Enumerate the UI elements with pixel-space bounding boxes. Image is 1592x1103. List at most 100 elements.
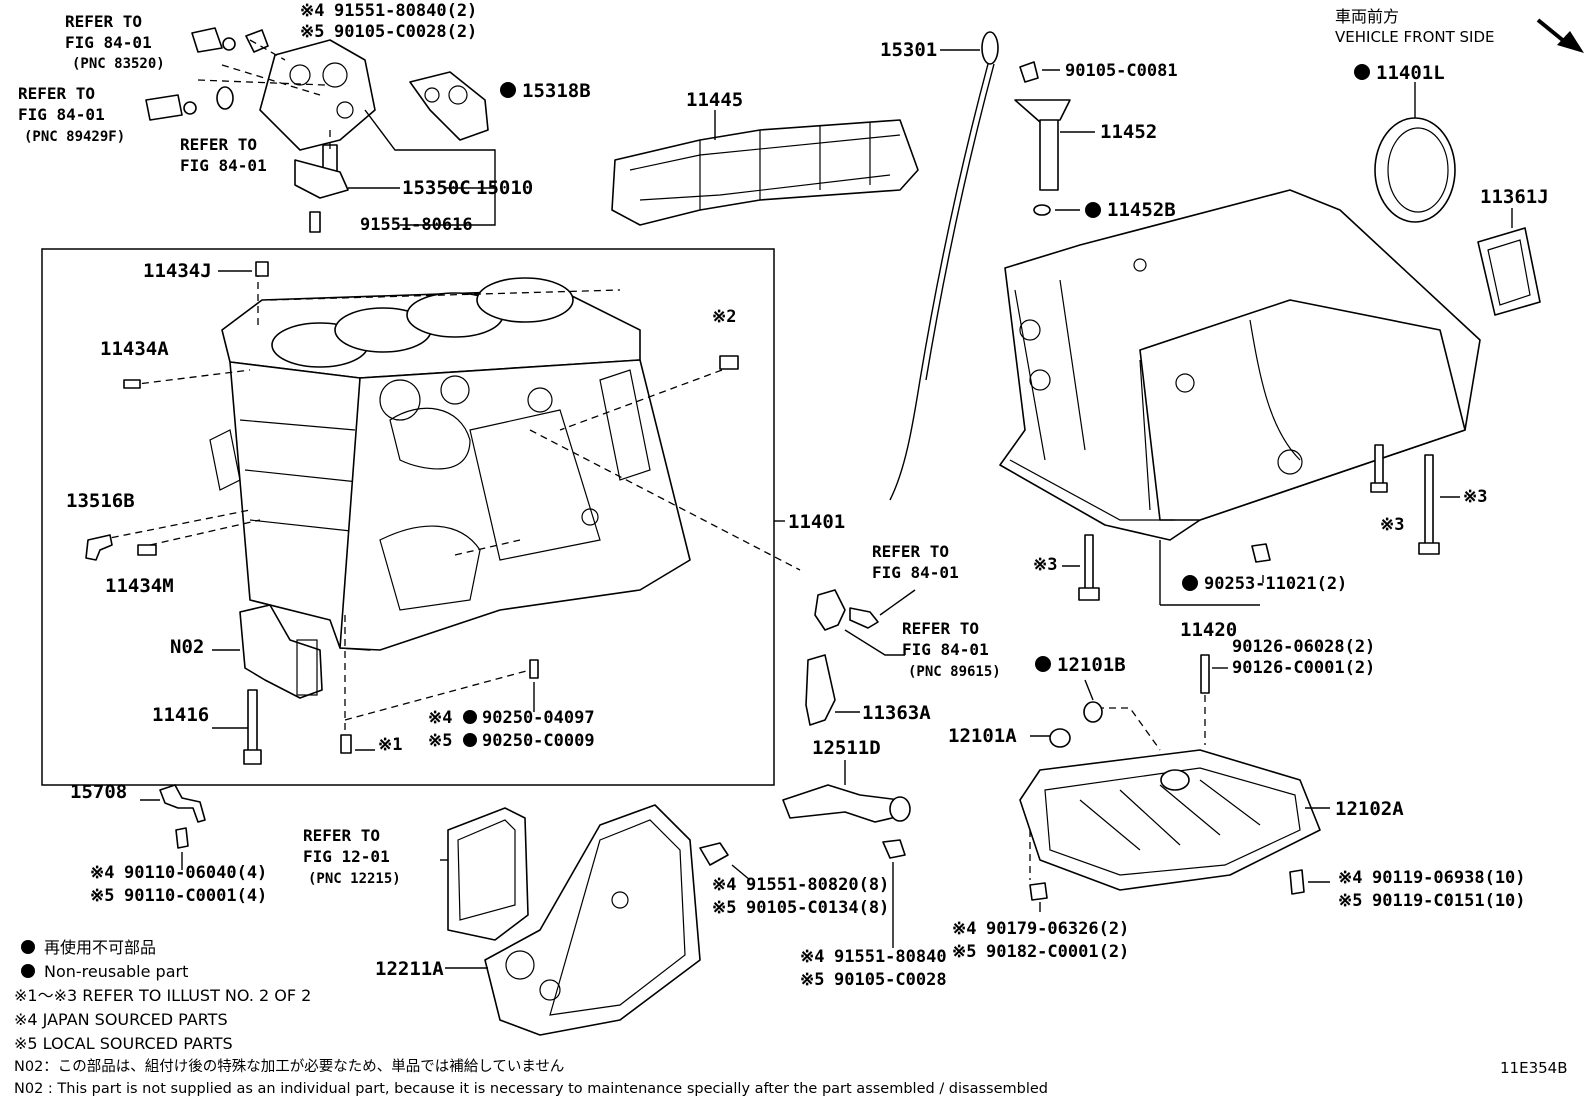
legend-note4: ※4 JAPAN SOURCED PARTS xyxy=(14,1010,228,1029)
vehicle-front-jp: 車両前方 xyxy=(1335,7,1399,26)
pn-11401: 11401 xyxy=(788,511,845,533)
pn-11401l: 11401L xyxy=(1376,62,1445,84)
marker-4-90179: ※4 xyxy=(952,919,976,939)
pan-nut-drawing xyxy=(1029,882,1048,901)
pn-12511d: 12511D xyxy=(812,737,881,759)
pn-15301: 15301 xyxy=(880,39,937,61)
vehicle-front-en: VEHICLE FRONT SIDE xyxy=(1335,28,1495,46)
pn-11434j: 11434J xyxy=(143,260,212,282)
pn-90110-c0001: 90110-C0001(4) xyxy=(124,886,267,906)
pnc-89615: (PNC 89615) xyxy=(908,664,1001,680)
pn-15350c: 15350C xyxy=(402,177,471,199)
pn-90250-04097: 90250-04097 xyxy=(482,708,595,728)
nonreusable-dot-90253 xyxy=(1182,575,1198,591)
pn-90105-c0134: 90105-C0134(8) xyxy=(746,898,889,918)
pn-11452b: 11452B xyxy=(1107,199,1176,221)
pn-90126-06028: 90126-06028(2) xyxy=(1232,637,1375,657)
marker-5-90105-c0134: ※5 xyxy=(712,898,736,918)
oil-seal-drawing xyxy=(1374,117,1456,223)
pn-15708: 15708 xyxy=(70,781,127,803)
pipe-13516b-drawing xyxy=(85,534,113,561)
pn-90105-c0081: 90105-C0081 xyxy=(1065,61,1178,81)
pn-12102a: 12102A xyxy=(1335,798,1404,820)
pn-11363a: 11363A xyxy=(862,702,931,724)
marker-5-90119: ※5 xyxy=(1338,891,1362,911)
baffle-11363a-drawing xyxy=(805,654,836,726)
pn-11452: 11452 xyxy=(1100,121,1157,143)
pn-90105-c0028-2: 90105-C0028(2) xyxy=(334,22,477,42)
legend-nonreusable-en: Non-reusable part xyxy=(44,962,188,981)
crankcase-11420-drawing xyxy=(999,189,1481,541)
pin-11434m-drawing xyxy=(137,544,157,556)
cylinder-block-drawing xyxy=(209,277,691,651)
pn-13516b: 13516B xyxy=(66,490,135,512)
pn-90105-c0028: 90105-C0028 xyxy=(834,970,947,990)
marker-5-90110: ※5 xyxy=(90,886,114,906)
pn-90182-c0001: 90182-C0001(2) xyxy=(986,942,1129,962)
pn-15010: 15010 xyxy=(476,177,533,199)
marker-3-c: ※3 xyxy=(1463,487,1487,507)
nonreusable-dot-90250-c0009 xyxy=(463,733,477,747)
knock-sensor-drawing xyxy=(814,589,879,631)
pin-11434a-drawing xyxy=(123,379,141,389)
legend-nonreusable-jp: 再使用不可部品 xyxy=(44,938,156,957)
drain-plug-drawing xyxy=(1049,701,1103,748)
marker-5-90182: ※5 xyxy=(952,942,976,962)
vehicle-front-indicator: 車両前方 VEHICLE FRONT SIDE xyxy=(1335,7,1584,53)
pn-91551-80840: 91551-80840 xyxy=(834,947,947,967)
marker-4-90110: ※4 xyxy=(90,863,114,883)
nonreusable-dot-15318b xyxy=(500,82,516,98)
marker-1: ※1 xyxy=(378,735,402,755)
legend-dot-en xyxy=(21,964,35,978)
pn-90253-11021: 90253-11021(2) xyxy=(1204,574,1347,594)
cover-11361j-drawing xyxy=(1477,227,1541,316)
marker-5-top: ※5 xyxy=(300,22,324,42)
marker-4-91551-80840: ※4 xyxy=(800,947,824,967)
oil-pan-drawing xyxy=(1019,749,1321,891)
stud-drawing xyxy=(1200,654,1210,694)
marker-2: ※2 xyxy=(712,307,736,327)
spacer-11445-drawing xyxy=(611,119,919,226)
marker-5-90105-c0028: ※5 xyxy=(800,970,824,990)
strainer-12511d-drawing xyxy=(782,784,911,859)
pn-n02: N02 xyxy=(170,636,204,658)
pin-90250-drawing xyxy=(529,659,539,679)
legend-note1: ※1～※3 REFER TO ILLUST NO. 2 OF 2 xyxy=(14,986,311,1005)
bolt-drawings-11420 xyxy=(1078,444,1440,601)
pn-90126-c0001: 90126-C0001(2) xyxy=(1232,658,1375,678)
marker-5-90250: ※5 xyxy=(428,731,452,751)
cover-12211a-drawing xyxy=(447,804,729,1036)
pn-91551-80616: 91551-80616 xyxy=(360,215,473,235)
cylinder-block-group-frame xyxy=(41,248,775,786)
pn-90110-06040: 90110-06040(4) xyxy=(124,863,267,883)
pnc-12215: (PNC 12215) xyxy=(308,871,401,887)
pn-12101b: 12101B xyxy=(1057,654,1126,676)
legend: 再使用不可部品 Non-reusable part ※1～※3 REFER TO… xyxy=(14,938,1048,1097)
pin-n1-drawing xyxy=(340,734,352,754)
legend-n02-en: N02 : This part is not supplied as an in… xyxy=(14,1081,1048,1097)
plug-11434j-drawing xyxy=(255,261,269,277)
bolt-11416-drawing xyxy=(243,689,262,765)
pn-90250-c0009: 90250-C0009 xyxy=(482,731,595,751)
oil-jet-drawing xyxy=(159,784,206,849)
pn-11420: 11420 xyxy=(1180,619,1237,641)
legend-dot-jp xyxy=(21,940,35,954)
pn-11434a: 11434A xyxy=(100,338,169,360)
drawing-code: 11E354B xyxy=(1500,1059,1568,1077)
pn-90119-06938: 90119-06938(10) xyxy=(1372,868,1526,888)
n02-bearing-cap-drawing xyxy=(239,604,323,699)
marker-4-top: ※4 xyxy=(300,1,324,21)
pin-n2-drawing xyxy=(719,355,739,370)
marker-4-90119: ※4 xyxy=(1338,868,1362,888)
nonreusable-dot-90250-04097 xyxy=(463,710,477,724)
pn-91551-80840-2: 91551-80840(2) xyxy=(334,1,477,21)
front-arrow-icon xyxy=(1536,18,1584,53)
dipstick-drawing xyxy=(889,31,999,501)
pn-15318b: 15318B xyxy=(522,80,591,102)
pn-11434m: 11434M xyxy=(105,575,174,597)
